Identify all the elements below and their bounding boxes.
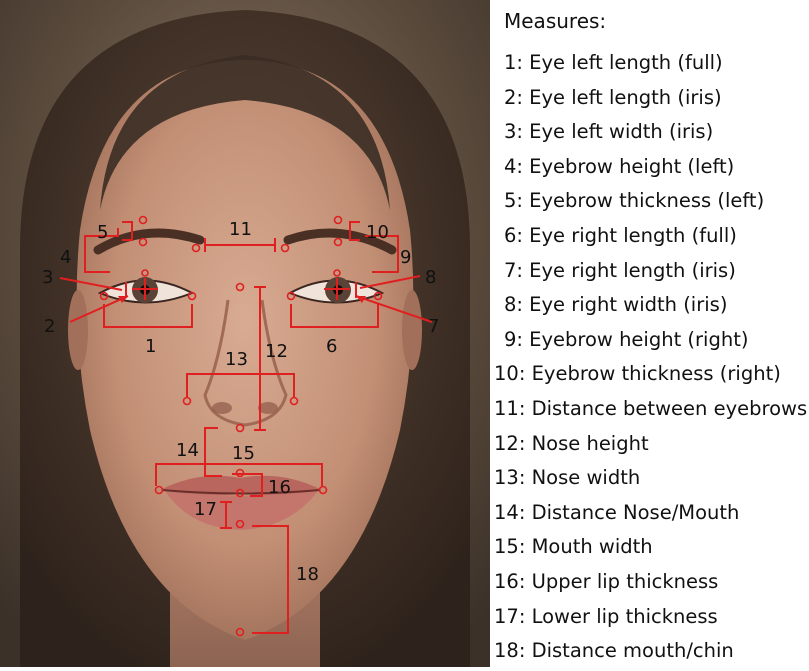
face-panel: 1 2 3 4 5 6 7 8 9 10 11 12 13 14 15 16 1… — [0, 0, 490, 667]
legend-item: 3: Eye left width (iris) — [492, 117, 807, 152]
ear-left — [68, 290, 88, 370]
ear-right — [402, 290, 422, 370]
legend-item: 12: Nose height — [492, 429, 807, 464]
label-5: 5 — [97, 222, 108, 243]
legend-item: 6: Eye right length (full) — [492, 221, 807, 256]
legend-item: 16: Upper lip thickness — [492, 567, 807, 602]
legend-item: 11: Distance between eyebrows — [492, 394, 807, 429]
label-13: 13 — [225, 349, 248, 370]
legend-item: 15: Mouth width — [492, 532, 807, 567]
legend-title: Measures: — [504, 9, 606, 33]
label-15: 15 — [232, 443, 255, 464]
face-diagram: 1 2 3 4 5 6 7 8 9 10 11 12 13 14 15 16 1… — [0, 0, 490, 667]
label-1: 1 — [145, 336, 156, 357]
label-12: 12 — [265, 341, 288, 362]
label-3: 3 — [42, 267, 53, 288]
legend-item: 1: Eye left length (full) — [492, 48, 807, 83]
label-2: 2 — [44, 316, 55, 337]
label-6: 6 — [326, 336, 337, 357]
label-16: 16 — [268, 477, 291, 498]
measures-legend: Measures: 1: Eye left length (full) 2: E… — [492, 0, 809, 667]
legend-item: 5: Eyebrow thickness (left) — [492, 186, 807, 221]
legend-item: 7: Eye right length (iris) — [492, 256, 807, 291]
legend-item: 17: Lower lip thickness — [492, 602, 807, 637]
label-17: 17 — [194, 499, 217, 520]
label-4: 4 — [60, 247, 71, 268]
legend-item: 13: Nose width — [492, 463, 807, 498]
label-10: 10 — [366, 222, 389, 243]
legend-item: 9: Eyebrow height (right) — [492, 325, 807, 360]
label-8: 8 — [425, 267, 436, 288]
legend-item: 18: Distance mouth/chin — [492, 636, 807, 671]
legend-item: 4: Eyebrow height (left) — [492, 152, 807, 187]
legend-item: 10: Eyebrow thickness (right) — [492, 359, 807, 394]
label-7: 7 — [428, 316, 439, 337]
label-18: 18 — [296, 564, 319, 585]
label-11: 11 — [229, 219, 252, 240]
label-14: 14 — [176, 440, 199, 461]
legend-item: 14: Distance Nose/Mouth — [492, 498, 807, 533]
legend-item: 8: Eye right width (iris) — [492, 290, 807, 325]
legend-list: 1: Eye left length (full) 2: Eye left le… — [492, 48, 807, 671]
label-9: 9 — [400, 247, 411, 268]
legend-item: 2: Eye left length (iris) — [492, 83, 807, 118]
